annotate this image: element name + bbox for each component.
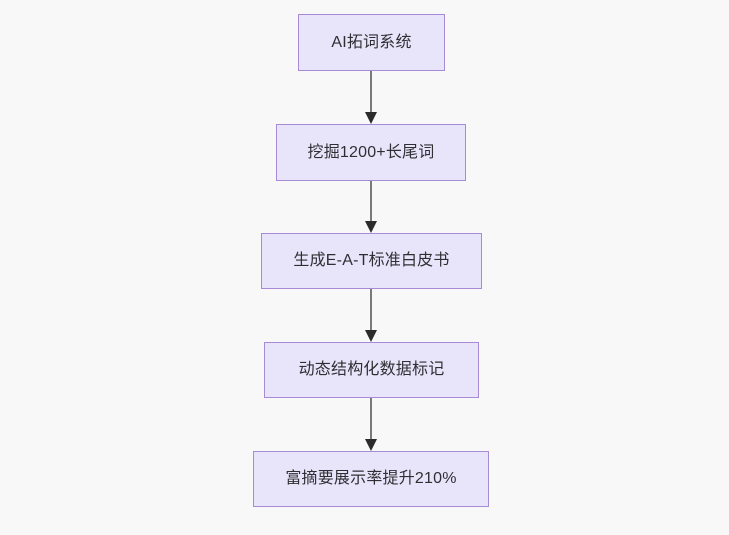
node-label: 动态结构化数据标记 — [298, 361, 445, 379]
edge-n2-n3 — [365, 289, 377, 342]
flowchart-node-structured-data-markup[interactable]: 动态结构化数据标记 — [264, 342, 479, 398]
node-label: AI拓词系统 — [331, 33, 412, 51]
flowchart-node-ai-keyword-system[interactable]: AI拓词系统 — [298, 14, 445, 71]
node-label: 富摘要展示率提升210% — [285, 470, 457, 488]
edge-n3-n4 — [365, 398, 377, 451]
flowchart-node-longtail-mining[interactable]: 挖掘1200+长尾词 — [276, 124, 466, 181]
node-label: 生成E-A-T标准白皮书 — [293, 252, 450, 270]
flowchart-node-eat-whitepaper[interactable]: 生成E-A-T标准白皮书 — [261, 233, 482, 289]
edge-n0-n1 — [365, 71, 377, 124]
node-label: 挖掘1200+长尾词 — [307, 143, 435, 161]
edge-n1-n2 — [365, 181, 377, 233]
flowchart-node-rich-snippet-result[interactable]: 富摘要展示率提升210% — [253, 451, 489, 507]
